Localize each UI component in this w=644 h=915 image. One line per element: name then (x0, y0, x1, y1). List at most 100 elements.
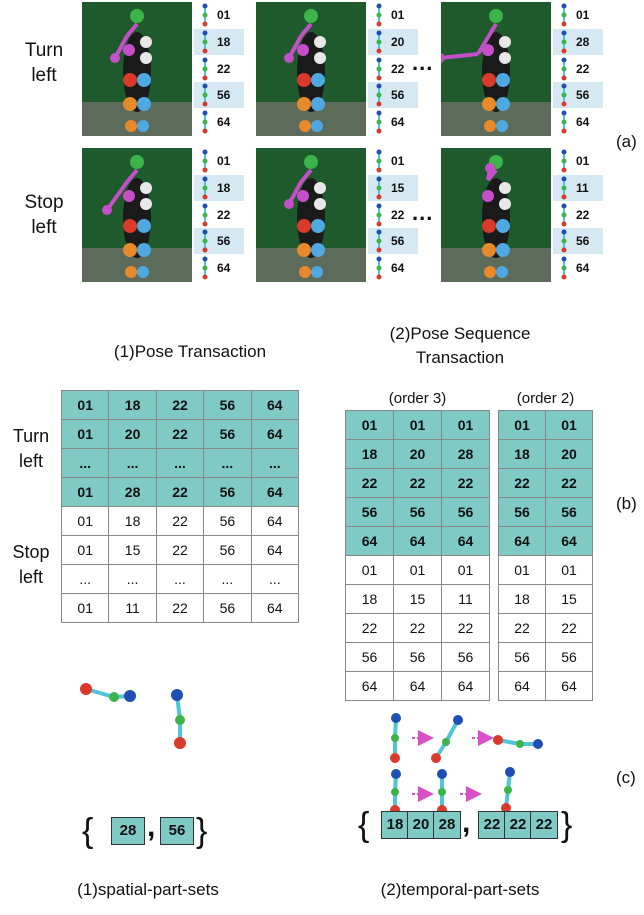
table-cell: ... (108, 564, 157, 594)
table-cell: 15 (108, 535, 157, 565)
table-cell: 01 (60, 477, 110, 507)
pose-code-cell: 56 (368, 228, 418, 255)
table-cell: 01 (60, 506, 110, 536)
pose-code: 64 (576, 261, 590, 276)
table-cell: 56 (203, 506, 252, 536)
temporal-caption: (2)temporal-part-sets (380, 880, 540, 899)
table-cell: ... (203, 448, 252, 478)
part-skeleton-icon (202, 3, 208, 27)
table-cell: 56 (498, 642, 546, 672)
pose-code-cell: 64 (368, 255, 418, 281)
table-cell: 01 (60, 390, 110, 420)
table-cell: 64 (393, 671, 442, 701)
temporal-chip: 22 (530, 811, 558, 839)
table-cell: 64 (498, 671, 546, 701)
table-cell: 01 (545, 410, 593, 440)
table-cell: 11 (108, 593, 157, 623)
joint-green (109, 692, 119, 702)
part-skeleton-icon (376, 229, 382, 253)
table-cell: 01 (345, 555, 394, 585)
pose-code: 56 (576, 234, 590, 249)
part-skeleton-icon (561, 229, 567, 253)
table-cell: 22 (498, 468, 546, 498)
skeleton-figure (82, 9, 192, 136)
part-skeleton-icon (561, 110, 567, 134)
part-skeleton-icon (376, 203, 382, 227)
pose-transaction-title: (1)Pose Transaction (113, 342, 267, 361)
table-cell: 64 (250, 390, 300, 420)
temporal-chip: 20 (407, 811, 435, 839)
label-line1: Turn (12, 426, 50, 446)
table-cell: 22 (155, 535, 205, 565)
table-cell: 18 (345, 439, 394, 469)
table-cell: 15 (393, 584, 442, 614)
table-cell: 01 (60, 535, 110, 565)
row-label-line2: left (31, 65, 57, 86)
part-skeleton-icon (376, 30, 382, 54)
part-skeleton-icon (202, 256, 208, 280)
part-skeleton-icon (376, 57, 382, 81)
table-cell: 01 (498, 410, 546, 440)
table-cell: 64 (393, 526, 442, 556)
pose-code: 64 (391, 115, 405, 130)
pose-code: 64 (576, 115, 590, 130)
table-cell: 01 (498, 555, 546, 585)
part-skeleton-icon (376, 110, 382, 134)
pose-code: 18 (217, 180, 231, 195)
part-skeleton-icon (561, 176, 567, 200)
pose-code: 01 (576, 154, 590, 168)
part-skeleton-icon (376, 83, 382, 107)
table-cell: 22 (345, 468, 394, 498)
row-label-line1: Stop (24, 192, 64, 213)
pose-code: 56 (391, 234, 405, 249)
table-cell: 01 (345, 410, 394, 440)
table-cell: 64 (250, 535, 300, 565)
table-cell: ... (250, 564, 300, 594)
table-cell: 56 (203, 390, 252, 420)
pose-code-cell: 22 (194, 202, 244, 228)
table-cell: 18 (345, 584, 394, 614)
table-cell: 56 (545, 497, 593, 527)
ellipsis-row1: ... (412, 50, 434, 75)
pose-sequence-transaction-title: (2)Pose Sequence Transaction (340, 322, 580, 370)
part-skeleton-icon (202, 30, 208, 54)
video-frame (256, 148, 366, 282)
table-cell: ... (155, 564, 205, 594)
panel-c-label: (c) (616, 768, 636, 787)
row-label-turn-left: Turn left (12, 38, 76, 88)
joint-green (175, 715, 185, 725)
part-skeleton-icon (202, 57, 208, 81)
temporal-open-brace: { (358, 806, 370, 844)
part-skeleton-icon (202, 110, 208, 134)
pose-code: 56 (217, 234, 231, 249)
table-cell: 22 (155, 477, 205, 507)
spatial-chip: 28 (111, 817, 145, 845)
table-cell: 56 (545, 642, 593, 672)
pose-code-cell: 18 (194, 174, 244, 201)
table-cell: 01 (441, 555, 490, 585)
table-cell: 20 (108, 419, 157, 449)
row-label-stop-left: Stop left (12, 190, 76, 240)
table-cell: 11 (441, 584, 490, 614)
part-skeleton-icon (561, 203, 567, 227)
skeleton-figure (256, 155, 366, 282)
pose-code: 56 (391, 88, 405, 103)
video-frame (256, 2, 366, 136)
skeleton-figure (256, 9, 366, 136)
label-line2: left (18, 567, 43, 587)
table-cell: ... (155, 448, 205, 478)
